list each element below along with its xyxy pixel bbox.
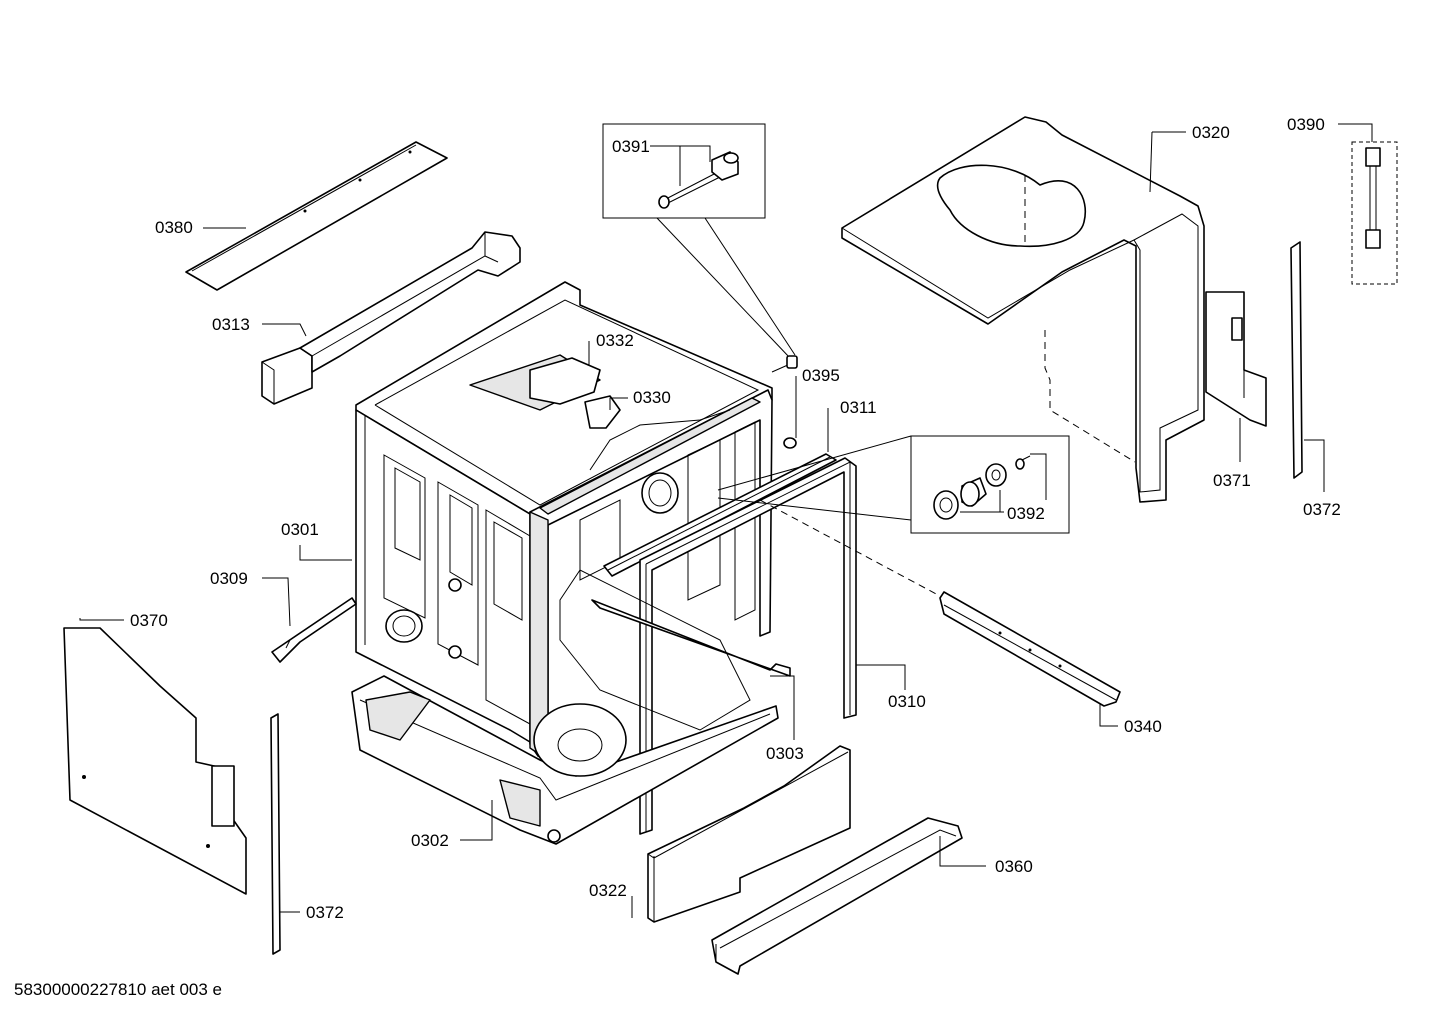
part-0372-left-strip[interactable] (270, 713, 281, 955)
part-0311-gasket[interactable] (603, 453, 837, 577)
drawing-code: 58300000227810 aet 003 e (14, 980, 222, 999)
label-0320[interactable]: 0320 (1192, 123, 1230, 142)
label-0322[interactable]: 0322 (589, 881, 627, 900)
part-0322-toe-kick[interactable] (647, 745, 851, 923)
label-0330[interactable]: 0330 (633, 388, 671, 407)
label-0301[interactable]: 0301 (281, 520, 319, 539)
part-0303-base-rail[interactable] (591, 599, 791, 677)
inset-box-0392 (910, 435, 1070, 534)
part-0309-bracket[interactable] (271, 597, 357, 663)
part-0313-front-rail[interactable] (261, 231, 521, 405)
part-0320-insulation[interactable] (841, 116, 1205, 503)
part-0301-tub[interactable] (355, 281, 773, 761)
part-0302-base[interactable] (351, 569, 779, 845)
label-0311[interactable]: 0311 (840, 398, 877, 417)
label-0310[interactable]: 0310 (888, 692, 926, 711)
label-0360[interactable]: 0360 (995, 857, 1033, 876)
part-0380-top-strip[interactable] (185, 141, 448, 291)
label-0391[interactable]: 0391 (612, 137, 650, 156)
part-0390-hose[interactable] (1351, 141, 1398, 285)
label-0302[interactable]: 0302 (411, 831, 449, 850)
label-0380[interactable]: 0380 (155, 218, 193, 237)
part-0395-screw[interactable] (771, 355, 798, 449)
label-0370[interactable]: 0370 (130, 611, 168, 630)
label-0313[interactable]: 0313 (212, 315, 250, 334)
part-0340-rear-rail[interactable] (939, 591, 1121, 707)
inset-box-0391 (602, 123, 766, 219)
label-0303[interactable]: 0303 (766, 744, 804, 763)
label-0309[interactable]: 0309 (210, 569, 248, 588)
part-0370-side-panel[interactable] (63, 627, 247, 895)
label-0340[interactable]: 0340 (1124, 717, 1162, 736)
label-0372-left[interactable]: 0372 (306, 903, 344, 922)
part-0360-plinth[interactable] (711, 817, 963, 975)
part-0371-bracket[interactable] (1205, 291, 1267, 427)
part-0372-right-strip[interactable] (1290, 241, 1303, 479)
label-0371[interactable]: 0371 (1213, 471, 1251, 490)
label-0392[interactable]: 0392 (1007, 504, 1045, 523)
label-0395[interactable]: 0395 (802, 366, 840, 385)
label-0332[interactable]: 0332 (596, 331, 634, 350)
label-0390[interactable]: 0390 (1287, 115, 1325, 134)
label-0372-right[interactable]: 0372 (1303, 500, 1341, 519)
